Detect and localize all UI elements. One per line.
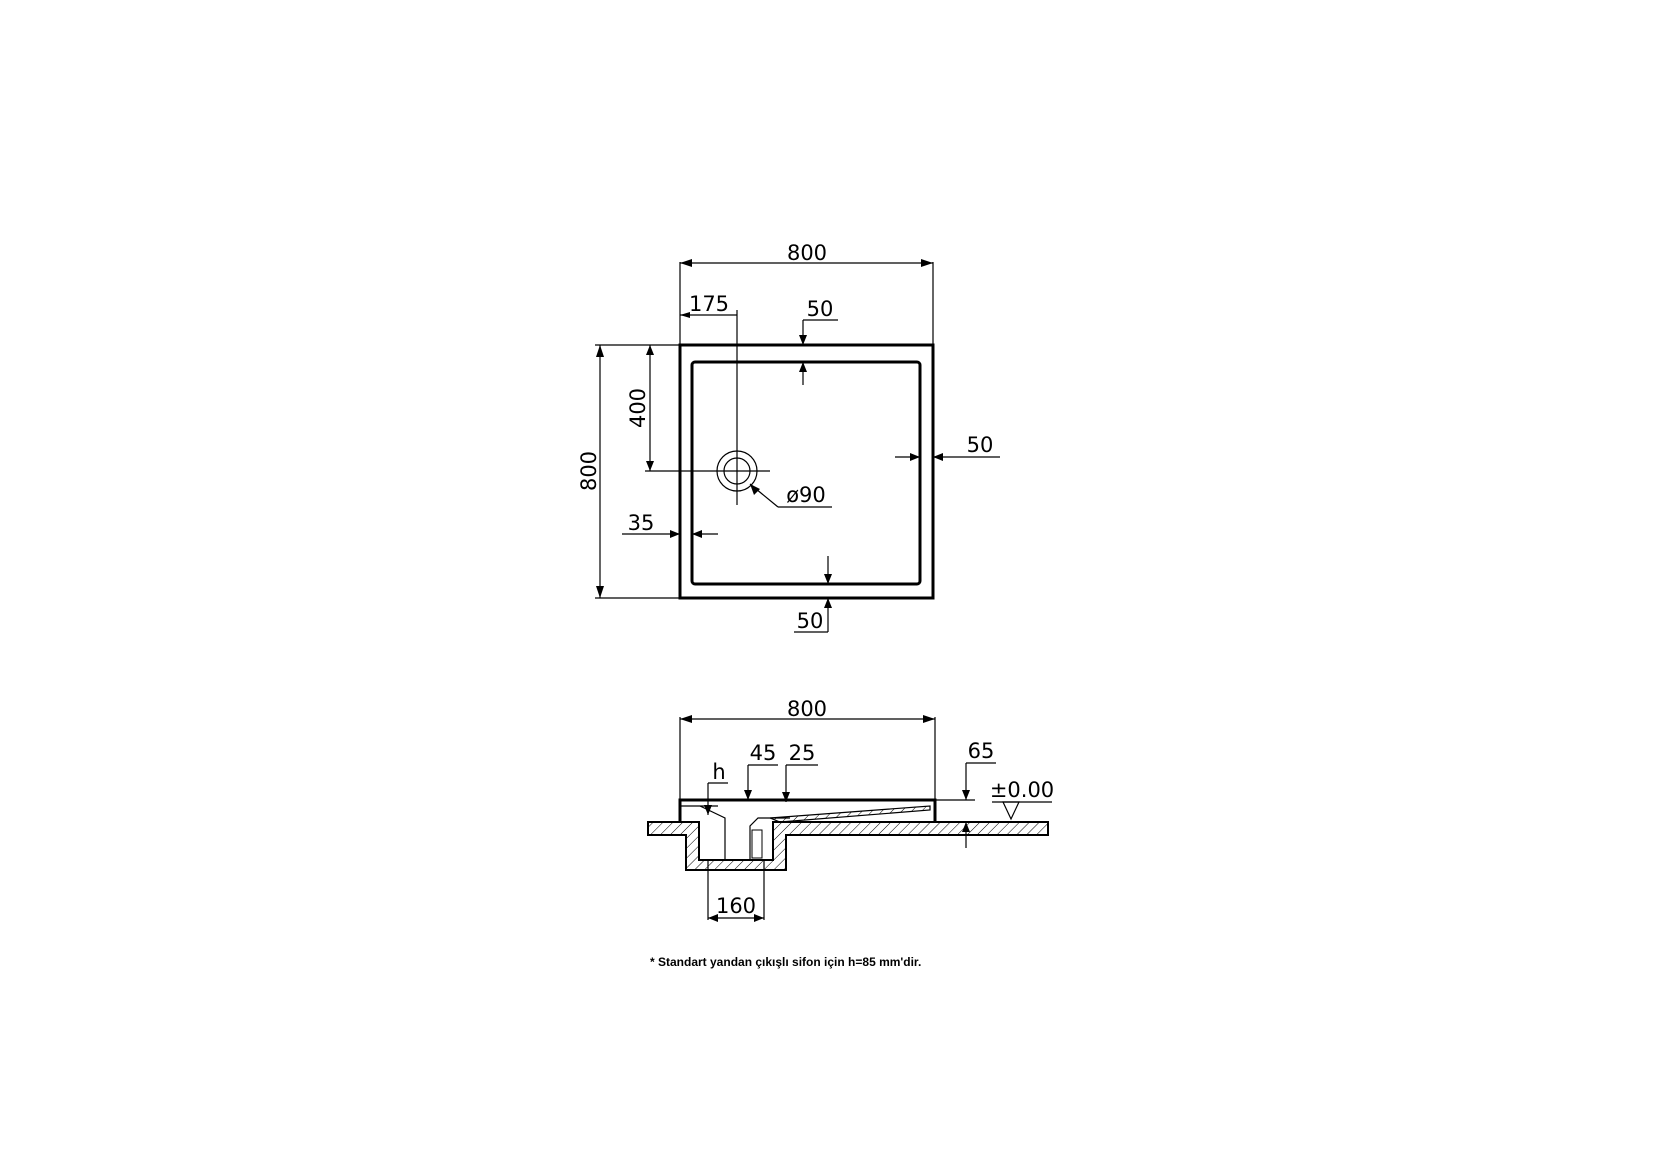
level-triangle-icon [1002,801,1020,821]
arrow-head [750,484,760,495]
arrow-head [933,453,943,461]
dim-25-label: 25 [789,741,816,765]
tray-inner-outline [690,360,922,586]
dim-45-label: 45 [750,741,777,765]
arrow-head [921,259,933,267]
rim-left-label: 35 [628,511,655,535]
arrow-head [704,805,712,815]
arrow-head [596,586,604,598]
arrow-head [799,335,807,345]
arrow-head [646,461,654,471]
drain-body-right [749,817,790,860]
arrow-head [754,914,764,922]
footnote: * Standart yandan çıkışlı sifon için h=8… [650,955,921,969]
tray-basin-slope [769,805,931,823]
plan-width-label: 800 [787,241,827,265]
arrow-head [962,790,970,800]
drain-body-left [699,805,726,860]
arrow-head [824,574,832,584]
floor-slab [647,821,1049,871]
arrow-head [824,598,832,608]
pit-width-label: 160 [716,894,756,918]
plan-height-label: 800 [577,451,601,491]
section-view: 800 45 25 h 65 ±0.00 160 [647,697,1054,922]
section-width-label: 800 [787,697,827,721]
drain-offset-x-label: 175 [689,292,729,316]
arrow-head [680,715,692,723]
arrow-head [596,345,604,357]
rim-right-label: 50 [967,433,994,457]
h-label: h [712,760,725,784]
rim-bottom-label: 50 [797,609,824,633]
drain-offset-y-label: 400 [626,388,650,428]
arrow-head [646,345,654,355]
arrow-head [962,822,970,832]
arrow-head [680,259,692,267]
arrow-head [782,792,790,802]
arrow-head [910,453,920,461]
tray-section-outline [678,798,937,822]
arrow-head [680,312,690,318]
arrow-head [799,362,807,372]
arrow-head [923,715,935,723]
arrow-head [744,790,752,800]
dim-65-label: 65 [968,739,995,763]
plan-view: 800 175 50 800 400 50 35 [577,241,1000,633]
arrow-head [708,914,718,922]
level-label: ±0.00 [990,778,1054,802]
arrow-head [670,530,680,538]
drain-diameter-label: ø90 [786,483,826,507]
drain-pipe [751,829,763,859]
arrow-head [692,530,702,538]
rim-top-label: 50 [807,297,834,321]
